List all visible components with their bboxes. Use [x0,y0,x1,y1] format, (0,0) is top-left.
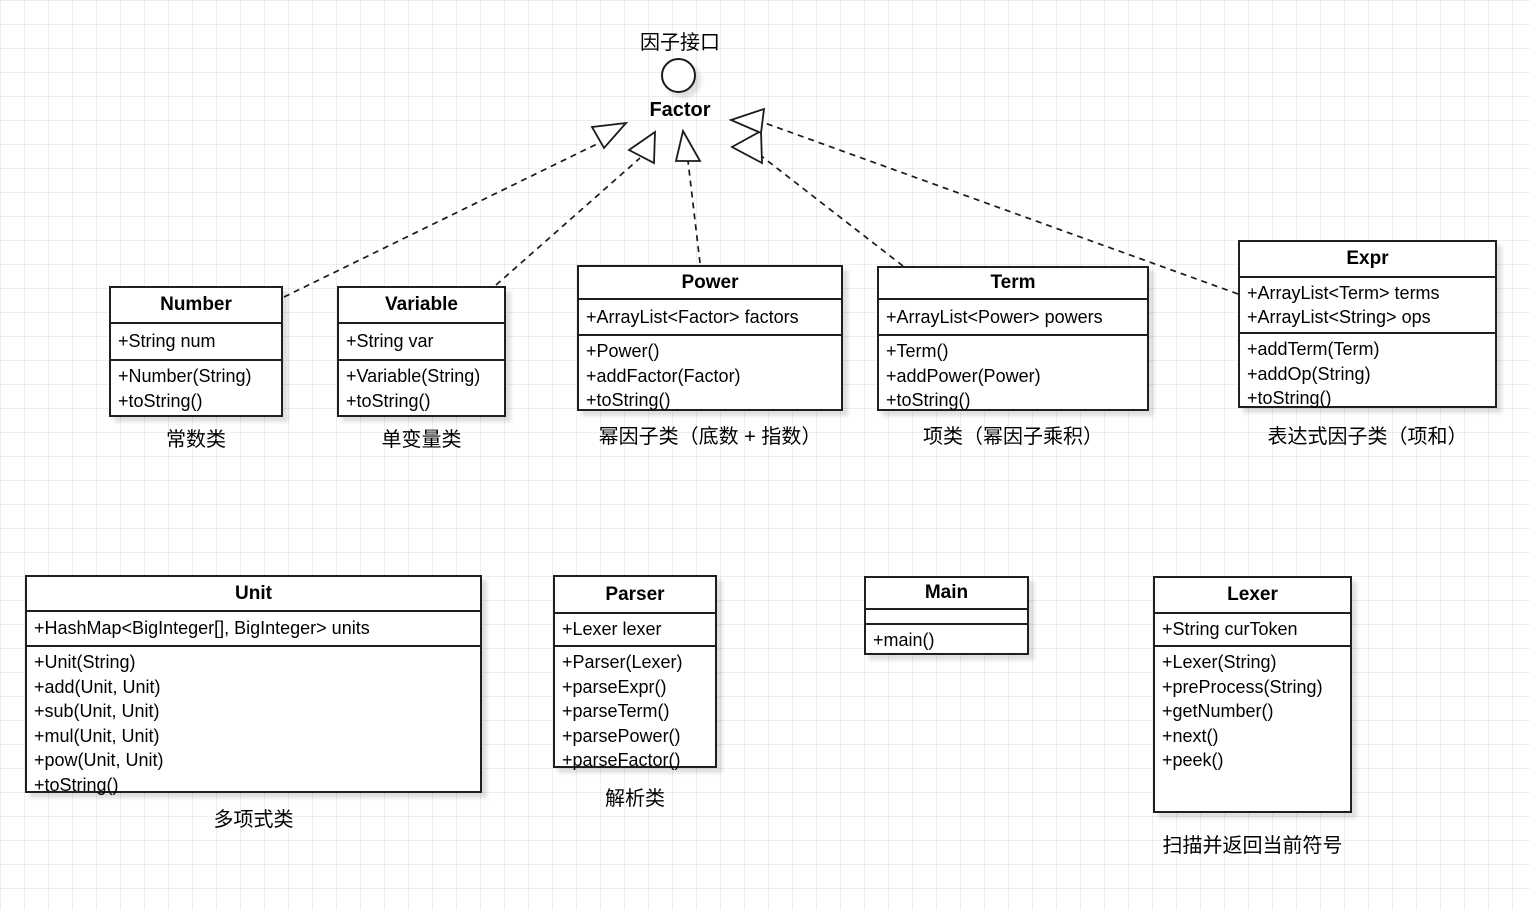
class-methods: +main() [866,625,1027,653]
method: +Unit(String) [34,652,136,672]
class-attributes: +ArrayList<Factor> factors [579,300,841,336]
class-title: Unit [27,577,480,612]
class-title: Lexer [1155,578,1350,614]
class-variable[interactable]: Variable +String var +Variable(String) +… [337,286,506,417]
method: +getNumber() [1162,701,1274,721]
realization-edge-term-factor[interactable] [730,129,904,267]
attribute: +ArrayList<Factor> factors [586,306,799,327]
attribute: +ArrayList<String> ops [1247,307,1431,327]
class-attributes: +Lexer lexer [555,614,715,647]
attribute: +ArrayList<Power> powers [886,306,1103,327]
hollow-triangle-arrowhead [730,129,763,165]
attribute: +HashMap<BigInteger[], BigInteger> units [34,618,370,639]
class-caption: 解析类 [605,788,665,810]
method: +parseTerm() [562,701,670,721]
method: +parseExpr() [562,676,667,697]
class-title: Variable [339,288,504,324]
method: +add(Unit, Unit) [34,676,161,697]
class-methods: +Variable(String) +toString() [339,361,504,413]
class-unit[interactable]: Unit +HashMap<BigInteger[], BigInteger> … [25,575,482,795]
method: +mul(Unit, Unit) [34,725,160,746]
class-term[interactable]: Term +ArrayList<Power> powers +Term() +a… [877,266,1149,411]
hollow-triangle-arrowhead [590,121,629,150]
realization-edge-power-factor[interactable] [674,128,702,264]
class-caption: 项类（幂因子乘积） [923,426,1103,448]
class-expr[interactable]: Expr +ArrayList<Term> terms +ArrayList<S… [1238,240,1497,408]
class-attributes: +HashMap<BigInteger[], BigInteger> units [27,612,480,647]
attribute: +Lexer lexer [562,619,662,640]
method: +addPower(Power) [886,365,1041,386]
class-methods: +Power() +addFactor(Factor) +toString() [579,336,841,413]
class-number[interactable]: Number +String num +Number(String) +toSt… [109,286,283,417]
method: +parsePower() [562,725,681,746]
method: +Lexer(String) [1162,652,1277,672]
method: +addTerm(Term) [1247,339,1380,359]
interface-circle-icon[interactable] [661,58,696,93]
method: +pow(Unit, Unit) [34,750,164,770]
method: +Number(String) [118,366,252,386]
class-title: Number [111,288,281,324]
interface-name: Factor [649,99,711,121]
attribute: +String curToken [1162,619,1298,640]
method: +Parser(Lexer) [562,652,683,672]
class-lexer[interactable]: Lexer +String curToken +Lexer(String) +p… [1153,576,1352,813]
class-main[interactable]: Main +main() [864,576,1029,655]
method: +next() [1162,725,1219,746]
class-caption: 常数类 [166,429,226,451]
class-power[interactable]: Power +ArrayList<Factor> factors +Power(… [577,265,843,411]
method: +toString() [118,390,203,411]
class-title: Parser [555,577,715,614]
hollow-triangle-arrowhead [674,128,702,162]
class-attributes: +String num [111,324,281,361]
method: +Variable(String) [346,366,481,386]
class-title: Term [879,268,1147,300]
method: +Term() [886,341,949,361]
realization-edge-expr-factor[interactable] [728,107,1239,295]
method: +Power() [586,341,660,361]
class-attributes [866,610,1027,625]
method: +parseFactor() [562,750,681,770]
class-attributes: +String var [339,324,504,361]
class-methods: +Number(String) +toString() [111,361,281,413]
method: +toString() [34,774,119,795]
hollow-triangle-arrowhead [728,107,766,135]
class-caption: 多项式类 [213,809,294,831]
class-caption: 表达式因子类（项和） [1267,426,1468,448]
class-caption: 扫描并返回当前符号 [1162,835,1343,857]
class-attributes: +ArrayList<Power> powers [879,300,1147,336]
class-caption: 单变量类 [381,429,462,451]
interface-annotation: 因子接口 [640,32,720,54]
method: +peek() [1162,750,1224,770]
attribute: +String num [118,331,216,352]
hollow-triangle-arrowhead [627,130,656,165]
class-caption: 幂因子类（底数 + 指数） [598,426,822,448]
class-methods: +Parser(Lexer) +parseExpr() +parseTerm()… [555,647,715,773]
realization-edge-number-factor[interactable] [283,121,629,298]
method: +preProcess(String) [1162,676,1323,697]
class-methods: +Term() +addPower(Power) +toString() [879,336,1147,413]
class-attributes: +String curToken [1155,614,1350,647]
attribute: +String var [346,331,434,352]
class-methods: +addTerm(Term) +addOp(String) +toString(… [1240,334,1495,411]
class-attributes: +ArrayList<Term> terms +ArrayList<String… [1240,278,1495,334]
method: +addOp(String) [1247,363,1371,384]
method: +addFactor(Factor) [586,365,741,386]
class-title: Main [866,578,1027,610]
realization-edge-variable-factor[interactable] [495,130,656,286]
method: +sub(Unit, Unit) [34,701,160,721]
attribute: +ArrayList<Term> terms [1247,282,1440,303]
method: +main() [873,630,935,650]
method: +toString() [886,390,971,410]
method: +toString() [346,390,431,411]
class-title: Power [579,267,841,300]
method: +toString() [1247,388,1332,408]
class-parser[interactable]: Parser +Lexer lexer +Parser(Lexer) +pars… [553,575,717,770]
class-title: Expr [1240,242,1495,278]
class-methods: +Lexer(String) +preProcess(String) +getN… [1155,647,1350,773]
method: +toString() [586,390,671,410]
class-methods: +Unit(String) +add(Unit, Unit) +sub(Unit… [27,647,480,797]
